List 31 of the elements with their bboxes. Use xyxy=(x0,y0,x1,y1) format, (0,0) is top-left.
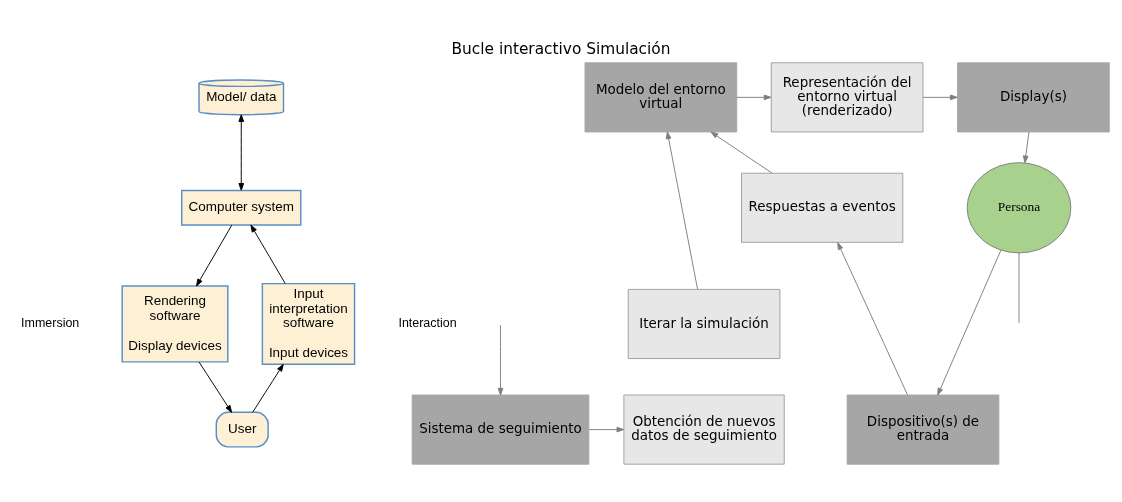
connector xyxy=(1018,252,1020,324)
arrow xyxy=(922,94,958,101)
arrow xyxy=(250,224,286,284)
node-box: User xyxy=(215,411,269,448)
arrow xyxy=(252,363,284,413)
node-box: Modelo del entorno virtual xyxy=(584,62,738,133)
arrow xyxy=(198,361,233,413)
arrow xyxy=(736,94,772,101)
arrow xyxy=(588,426,625,433)
arrow xyxy=(665,131,699,290)
node-box: Iterar la simulación xyxy=(627,288,781,360)
arrow xyxy=(238,114,245,191)
node-box: Respuestas a eventos xyxy=(741,172,904,243)
node-box: Computer system xyxy=(181,189,302,226)
label: Immersion xyxy=(21,316,80,331)
node-ellipse: Persona xyxy=(966,162,1072,254)
node-box: Obtención de nuevos datos de seguimiento xyxy=(623,394,785,465)
node-box: Dispositivo(s) de entrada xyxy=(846,394,1000,465)
arrow xyxy=(937,249,1002,396)
node-box: Input interpretation software Input devices xyxy=(261,282,356,366)
label: Interaction xyxy=(398,316,457,331)
node-box: Display(s) xyxy=(957,62,1110,133)
node-box: Rendering software Display devices xyxy=(121,285,229,363)
node-box: Sistema de seguimiento xyxy=(411,394,590,465)
arrow xyxy=(837,242,908,396)
diagram-title: Bucle interactivo Simulación xyxy=(451,39,671,58)
node-box: Representación del entorno virtual (renderizado) xyxy=(770,62,924,133)
arrow xyxy=(497,324,504,396)
arrow xyxy=(710,131,773,174)
arrow xyxy=(1022,131,1030,164)
arrow xyxy=(196,224,233,287)
